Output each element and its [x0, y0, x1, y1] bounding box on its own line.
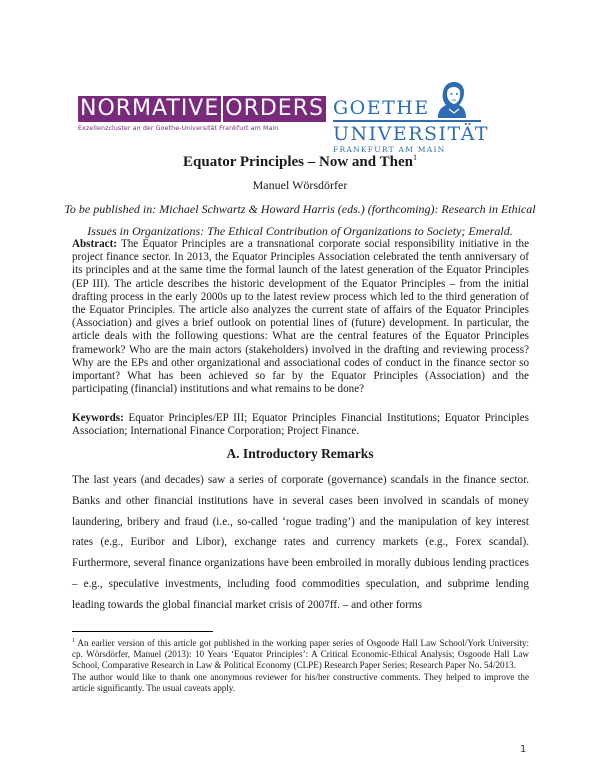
- normative-orders-wordmark: NORMATIVE ORDERS: [78, 96, 326, 122]
- abstract-label: Abstract:: [72, 238, 117, 250]
- footnote-divider: [72, 631, 213, 632]
- title-footnote-link[interactable]: 1: [412, 153, 417, 162]
- keywords: Keywords: Equator Principles/EP III; Equ…: [72, 412, 529, 438]
- logo-divider: [333, 120, 481, 122]
- abstract: Abstract: The Equator Principles are a t…: [72, 238, 529, 396]
- page-number: 1: [520, 744, 527, 755]
- normative-orders-subtitle: Exzellenzcluster an der Goethe-Universit…: [78, 125, 279, 132]
- logo-goethe-text: GOETHE: [333, 97, 430, 119]
- logo-city-text: FRANKFURT AM MAIN: [333, 144, 446, 154]
- logo-word-orders: ORDERS: [223, 96, 326, 122]
- body-paragraph: The last years (and decades) saw a serie…: [72, 474, 529, 611]
- logo-universitaet-text: UNIVERSITÄT: [333, 122, 490, 145]
- section-heading: A. Introductory Remarks: [226, 446, 374, 461]
- normative-orders-logo: NORMATIVE ORDERS Exzellenzcluster an der…: [78, 96, 326, 132]
- publication-note: To be published in: Michael Schwartz & H…: [64, 202, 536, 238]
- abstract-text: The Equator Principles are a transnation…: [72, 238, 529, 396]
- footnote-text: An earlier version of this article got p…: [72, 638, 529, 671]
- goethe-university-logo: GOETHE UNIVERSITÄT FRANKFURT AM MAIN: [333, 80, 513, 154]
- logo-word-normative: NORMATIVE: [78, 96, 222, 122]
- footnote: 1 An earlier version of this article got…: [72, 636, 529, 694]
- paper-author: Manuel Wörsdörfer: [252, 178, 348, 192]
- keywords-text: Equator Principles/EP III; Equator Princ…: [72, 412, 529, 438]
- paper-title-text: Equator Principles – Now and Then: [183, 154, 413, 170]
- footnote-thanks: The author would like to thank one anony…: [72, 671, 529, 693]
- keywords-label: Keywords:: [72, 412, 124, 424]
- footnote-mark: 1: [72, 638, 75, 644]
- goethe-portrait-icon: [437, 82, 466, 118]
- paper-title: Equator Principles – Now and Then1: [0, 153, 600, 171]
